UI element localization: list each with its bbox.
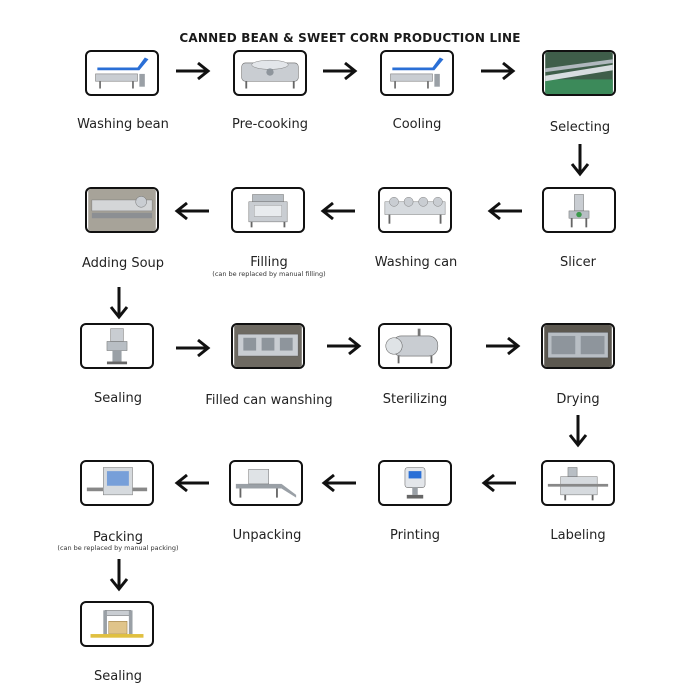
step-label: Selecting xyxy=(549,120,611,135)
step-label: Sterilizing xyxy=(382,392,448,407)
washing-bean-machine-icon xyxy=(95,57,149,89)
step-label: Adding Soup xyxy=(81,256,165,271)
arrow-right-icon xyxy=(175,61,211,81)
packing-machine-icon xyxy=(86,467,148,496)
can-washing-machine-icon xyxy=(384,196,446,224)
filling-box xyxy=(231,187,305,233)
arrow-left-icon xyxy=(320,201,356,221)
drying-box xyxy=(541,323,615,369)
slicer-box xyxy=(542,187,616,233)
step-label: Drying xyxy=(556,392,600,407)
adding-soup-box xyxy=(85,187,159,233)
step-label: Washing can xyxy=(374,255,458,270)
washing-bean-box xyxy=(85,50,159,96)
packing-box xyxy=(80,460,154,506)
step-label: Sealing xyxy=(94,669,142,684)
step-label: Cooling xyxy=(392,117,442,132)
unpacking-box xyxy=(229,460,303,506)
cooling-machine-icon xyxy=(390,57,444,89)
filling-machine-icon xyxy=(248,194,288,228)
carton-sealing-machine-icon xyxy=(90,610,144,638)
sealing-can-box xyxy=(80,323,154,369)
sterilizer-retort-icon xyxy=(385,328,439,364)
arrow-right-icon xyxy=(322,61,358,81)
step-label: Packing xyxy=(92,530,143,545)
labeling-box xyxy=(541,460,615,506)
arrow-down-icon xyxy=(109,558,129,592)
arrow-down-icon xyxy=(568,414,588,448)
arrow-down-icon xyxy=(570,143,590,177)
arrow-right-icon xyxy=(326,336,362,356)
arrow-right-icon xyxy=(480,61,516,81)
step-label: Filling xyxy=(250,255,288,270)
step-label: Filled can wanshing xyxy=(205,393,333,408)
step-note: (can be replaced by manual filling) xyxy=(212,270,326,278)
slicer-machine-icon xyxy=(568,194,590,228)
drying-tunnel-icon xyxy=(544,325,612,367)
arrow-right-icon xyxy=(485,336,521,356)
step-label: Washing bean xyxy=(77,117,169,132)
step-label: Sealing xyxy=(94,391,142,406)
step-label: Unpacking xyxy=(232,528,302,543)
diagram-title: CANNED BEAN & SWEET CORN PRODUCTION LINE xyxy=(179,31,521,45)
selecting-line-icon xyxy=(545,52,613,94)
arrow-left-icon xyxy=(481,473,517,493)
washing-can-box xyxy=(378,187,452,233)
arrow-right-icon xyxy=(175,338,211,358)
filled-can-washer-icon xyxy=(234,325,302,367)
labeling-machine-icon xyxy=(547,467,609,501)
pre-cooking-machine-icon xyxy=(241,59,299,89)
step-label: Labeling xyxy=(550,528,606,543)
soup-adding-machine-icon xyxy=(88,189,156,231)
can-sealing-machine-icon xyxy=(106,328,128,365)
unpacking-conveyor-icon xyxy=(235,469,297,498)
arrow-left-icon xyxy=(487,201,523,221)
cooling-box xyxy=(380,50,454,96)
step-label: Printing xyxy=(389,528,440,543)
arrow-left-icon xyxy=(321,473,357,493)
selecting-box xyxy=(542,50,616,96)
step-note: (can be replaced by manual packing) xyxy=(57,544,179,552)
arrow-down-icon xyxy=(109,286,129,320)
arrow-left-icon xyxy=(174,201,210,221)
step-label: Pre-cooking xyxy=(231,117,309,132)
step-label: Slicer xyxy=(560,255,596,270)
inkjet-printer-icon xyxy=(404,467,426,499)
sealing-carton-box xyxy=(80,601,154,647)
arrow-left-icon xyxy=(174,473,210,493)
filled-can-washing-box xyxy=(231,323,305,369)
sterilizing-box xyxy=(378,323,452,369)
pre-cooking-box xyxy=(233,50,307,96)
printing-box xyxy=(378,460,452,506)
